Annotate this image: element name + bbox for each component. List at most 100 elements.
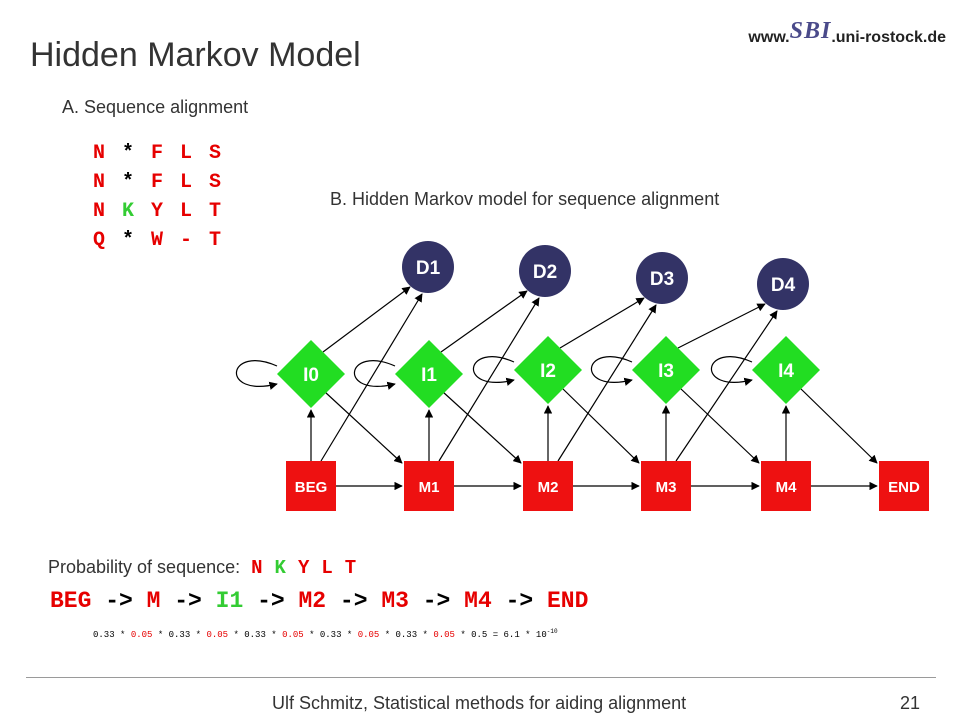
self-loop-arrow [353, 360, 396, 390]
alignment-char: T [209, 200, 222, 223]
match-state-label: BEG [295, 479, 328, 496]
alignment-char: N [93, 171, 106, 194]
insert-to-delete-arrow [322, 286, 411, 353]
insert-state-label: I4 [778, 361, 794, 382]
insert-to-delete-arrow [559, 297, 645, 349]
probability-label: Probability of sequence: [48, 557, 241, 577]
self-loop-arrow [590, 356, 633, 386]
footer-divider [26, 677, 936, 678]
site-logo[interactable]: www.SBI.uni-rostock.de [748, 18, 946, 49]
path-token: -> [243, 588, 299, 614]
delete-state-d2: D2 [519, 245, 571, 297]
insert-to-delete-arrow [677, 303, 766, 349]
logo-mark: SBI [789, 18, 832, 44]
path-token: M [146, 588, 161, 614]
section-b-label: B. Hidden Markov model for sequence alig… [330, 189, 720, 209]
alignment-char: T [209, 229, 222, 252]
calc-token: * 0.33 * [228, 630, 283, 640]
self-loop-arrow [235, 360, 278, 390]
page-title: Hidden Markov Model [30, 36, 361, 74]
insert-state-label: I3 [658, 361, 674, 382]
page-number: 21 [900, 693, 921, 713]
calc-token: * 0.33 * [152, 630, 207, 640]
insert-to-match-arrow [799, 387, 878, 464]
calc-token: 0.33 * [93, 630, 131, 640]
delete-state-label: D1 [416, 258, 441, 279]
path-token: -> [326, 588, 382, 614]
match-state-label: M3 [656, 479, 677, 496]
state-path: BEG -> M -> I1 -> M2 -> M3 -> M4 -> END [50, 588, 588, 614]
alignment-char: N [93, 200, 106, 223]
probability-calculation: 0.33 * 0.05 * 0.33 * 0.05 * 0.33 * 0.05 … [93, 628, 558, 640]
match-state-m4: M4 [761, 461, 811, 511]
sequence-char: K [274, 557, 286, 579]
section-a-label: A. Sequence alignment [62, 97, 249, 117]
insert-state-label: I0 [303, 365, 319, 386]
insert-to-match-arrow [679, 387, 760, 464]
match-to-delete-arrow [675, 310, 778, 462]
alignment-char: S [209, 142, 222, 165]
path-token: M2 [298, 588, 327, 614]
logo-prefix: www. [748, 29, 790, 46]
alignment-char: L [180, 142, 193, 165]
calc-token: 0.05 [206, 630, 229, 640]
alignment-char: W [151, 229, 164, 252]
insert-state-i4: I4 [752, 336, 820, 404]
alignment-char: * [122, 142, 135, 165]
match-state-label: M1 [419, 479, 440, 496]
sequence-char: L [321, 557, 333, 579]
match-state-m2: M2 [523, 461, 573, 511]
alignment-row: Q*W-T [93, 229, 238, 258]
match-state-label: M4 [776, 479, 797, 496]
path-token: -> [91, 588, 147, 614]
alignment-char: F [151, 142, 164, 165]
insert-state-i0: I0 [277, 340, 345, 408]
match-state-end: END [879, 461, 929, 511]
self-loop-arrow [472, 356, 515, 386]
alignment-char: * [122, 171, 135, 194]
alignment-char: N [93, 142, 106, 165]
calc-exponent: -10 [546, 628, 558, 635]
insert-to-delete-arrow [440, 290, 528, 353]
match-state-m1: M1 [404, 461, 454, 511]
sequence-char: N [251, 557, 263, 579]
insert-state-label: I2 [540, 361, 556, 382]
path-token: I1 [215, 588, 244, 614]
insert-state-i2: I2 [514, 336, 582, 404]
calc-token: * 0.33 * [379, 630, 434, 640]
path-token: -> [408, 588, 465, 614]
path-token: BEG [50, 588, 92, 614]
calc-token: 0.05 [130, 630, 153, 640]
calc-token: * 0.5 = 6.1 * 10 [454, 630, 547, 640]
insert-to-match-arrow [442, 391, 522, 464]
footer-text: Ulf Schmitz, Statistical methods for aid… [272, 693, 687, 713]
calc-token: 0.05 [357, 630, 380, 640]
transition-arrows [235, 286, 878, 491]
insert-state-i3: I3 [632, 336, 700, 404]
sequence-char: Y [297, 557, 310, 579]
insert-to-match-arrow [324, 391, 403, 464]
path-token: -> [160, 588, 216, 614]
self-loop-arrow [710, 356, 753, 386]
alignment-char: L [180, 171, 193, 194]
insert-state-label: I1 [421, 365, 437, 386]
match-to-delete-arrow [320, 293, 423, 462]
logo-suffix: .uni-rostock.de [831, 29, 946, 46]
delete-state-d3: D3 [636, 252, 688, 304]
path-token: END [546, 588, 589, 614]
calc-token: * 0.33 * [303, 630, 358, 640]
match-state-beg: BEG [286, 461, 336, 511]
alignment-char: K [122, 200, 135, 223]
match-state-label: M2 [538, 479, 559, 496]
delete-state-label: D4 [771, 275, 796, 296]
alignment-char: S [209, 171, 222, 194]
alignment-char: Q [93, 229, 106, 252]
match-state-m3: M3 [641, 461, 691, 511]
